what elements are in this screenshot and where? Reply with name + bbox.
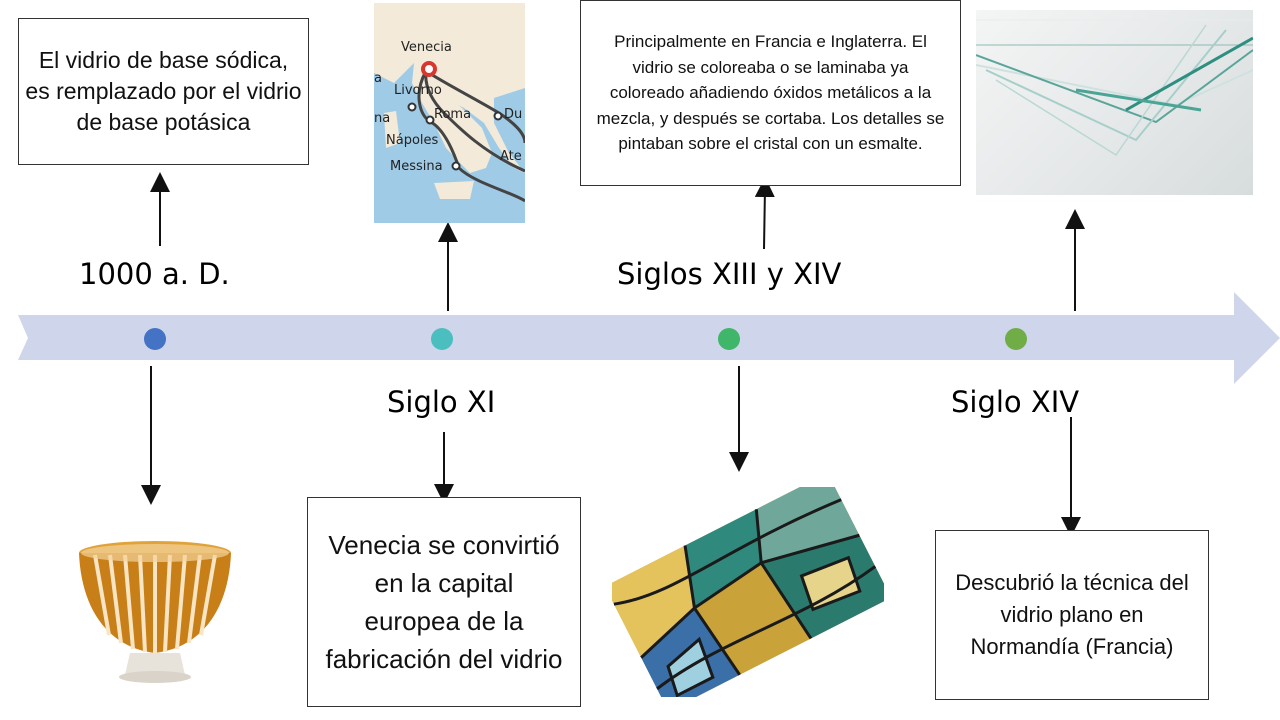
- event-box-siglos-xiii-xiv: Principalmente en Francia e Inglaterra. …: [580, 0, 961, 186]
- timeline-dot-siglo-xi: [431, 328, 453, 350]
- map-label-partial-a: a: [374, 71, 382, 86]
- stained-glass-image: [612, 487, 884, 697]
- timeline-arrow: [18, 292, 1280, 384]
- map-label-napoles: Nápoles: [386, 133, 439, 148]
- event-box-siglo-xiv: Descubrió la técnica del vidrio plano en…: [935, 530, 1209, 700]
- date-label-1000: 1000 a. D.: [79, 257, 230, 291]
- event-text-siglo-xiv: Descubrió la técnica del vidrio plano en…: [955, 570, 1189, 659]
- event-text-siglo-xi: Venecia se convirtió en la capital europ…: [325, 530, 563, 674]
- italy-map-image: Venecia a Livorno na Roma Du Nápoles Ate…: [374, 3, 525, 223]
- event-text-1000: El vidrio de base sódica, es remplazado …: [25, 47, 302, 135]
- timeline-dot-siglos-xiii-xiv: [718, 328, 740, 350]
- timeline-dot-1000: [144, 328, 166, 350]
- timeline-dot-siglo-xiv: [1005, 328, 1027, 350]
- map-label-livorno: Livorno: [394, 83, 442, 98]
- map-label-partial-du: Du: [504, 107, 523, 122]
- map-label-venecia: Venecia: [401, 40, 452, 55]
- event-box-siglo-xi: Venecia se convirtió en la capital europ…: [307, 497, 581, 707]
- event-box-1000: El vidrio de base sódica, es remplazado …: [18, 18, 309, 165]
- date-label-siglo-xiv: Siglo XIV: [951, 385, 1080, 419]
- date-label-siglos-xiii-xiv: Siglos XIII y XIV: [617, 257, 842, 291]
- map-label-roma: Roma: [434, 107, 472, 122]
- map-label-partial-na: na: [374, 111, 391, 126]
- map-label-partial-ate: Ate: [500, 149, 522, 164]
- map-label-messina: Messina: [390, 159, 443, 174]
- glass-sheets-image: [976, 10, 1253, 195]
- amber-bowl-image: [75, 535, 235, 685]
- connector-xiii-up: [754, 177, 775, 250]
- event-text-siglos-xiii-xiv: Principalmente en Francia e Inglaterra. …: [596, 32, 945, 154]
- date-label-siglo-xi: Siglo XI: [387, 385, 496, 419]
